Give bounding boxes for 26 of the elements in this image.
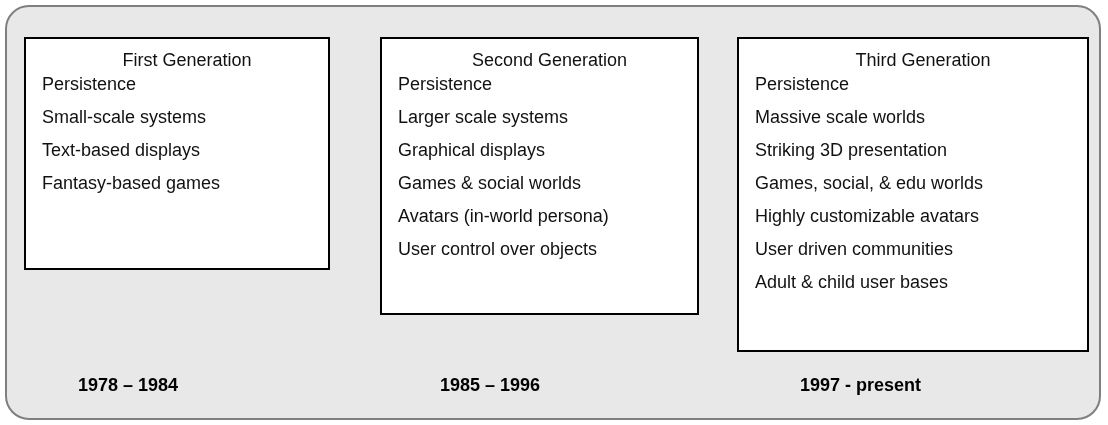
feature-text: Striking 3D presentation bbox=[755, 139, 948, 161]
box-heading: First Generation bbox=[122, 49, 252, 72]
feature-text: Games & social worlds bbox=[398, 172, 582, 194]
year-range: 1985 – 1996 bbox=[440, 374, 541, 397]
feature-text: Massive scale worlds bbox=[755, 106, 926, 128]
feature-text: Small-scale systems bbox=[42, 106, 207, 128]
generation-box bbox=[737, 37, 1089, 352]
feature-text: Fantasy-based games bbox=[42, 172, 221, 194]
feature-text: Adult & child user bases bbox=[755, 271, 949, 293]
generation-box bbox=[380, 37, 699, 315]
feature-text: Highly customizable avatars bbox=[755, 205, 980, 227]
year-range: 1997 - present bbox=[800, 374, 922, 397]
feature-text: Graphical displays bbox=[398, 139, 546, 161]
feature-text: Larger scale systems bbox=[398, 106, 569, 128]
generation-box bbox=[24, 37, 330, 270]
feature-text: Avatars (in-world persona) bbox=[398, 205, 609, 227]
feature-text: Games, social, & edu worlds bbox=[755, 172, 984, 194]
feature-text: Persistence bbox=[398, 73, 493, 95]
box-heading: Third Generation bbox=[855, 49, 991, 72]
box-heading: Second Generation bbox=[471, 49, 628, 72]
feature-text: User driven communities bbox=[755, 238, 954, 260]
feature-text: Persistence bbox=[755, 73, 850, 95]
feature-text: Text-based displays bbox=[42, 139, 201, 161]
feature-text: Persistence bbox=[42, 73, 137, 95]
year-range: 1978 – 1984 bbox=[78, 374, 179, 397]
feature-text: User control over objects bbox=[398, 238, 598, 260]
